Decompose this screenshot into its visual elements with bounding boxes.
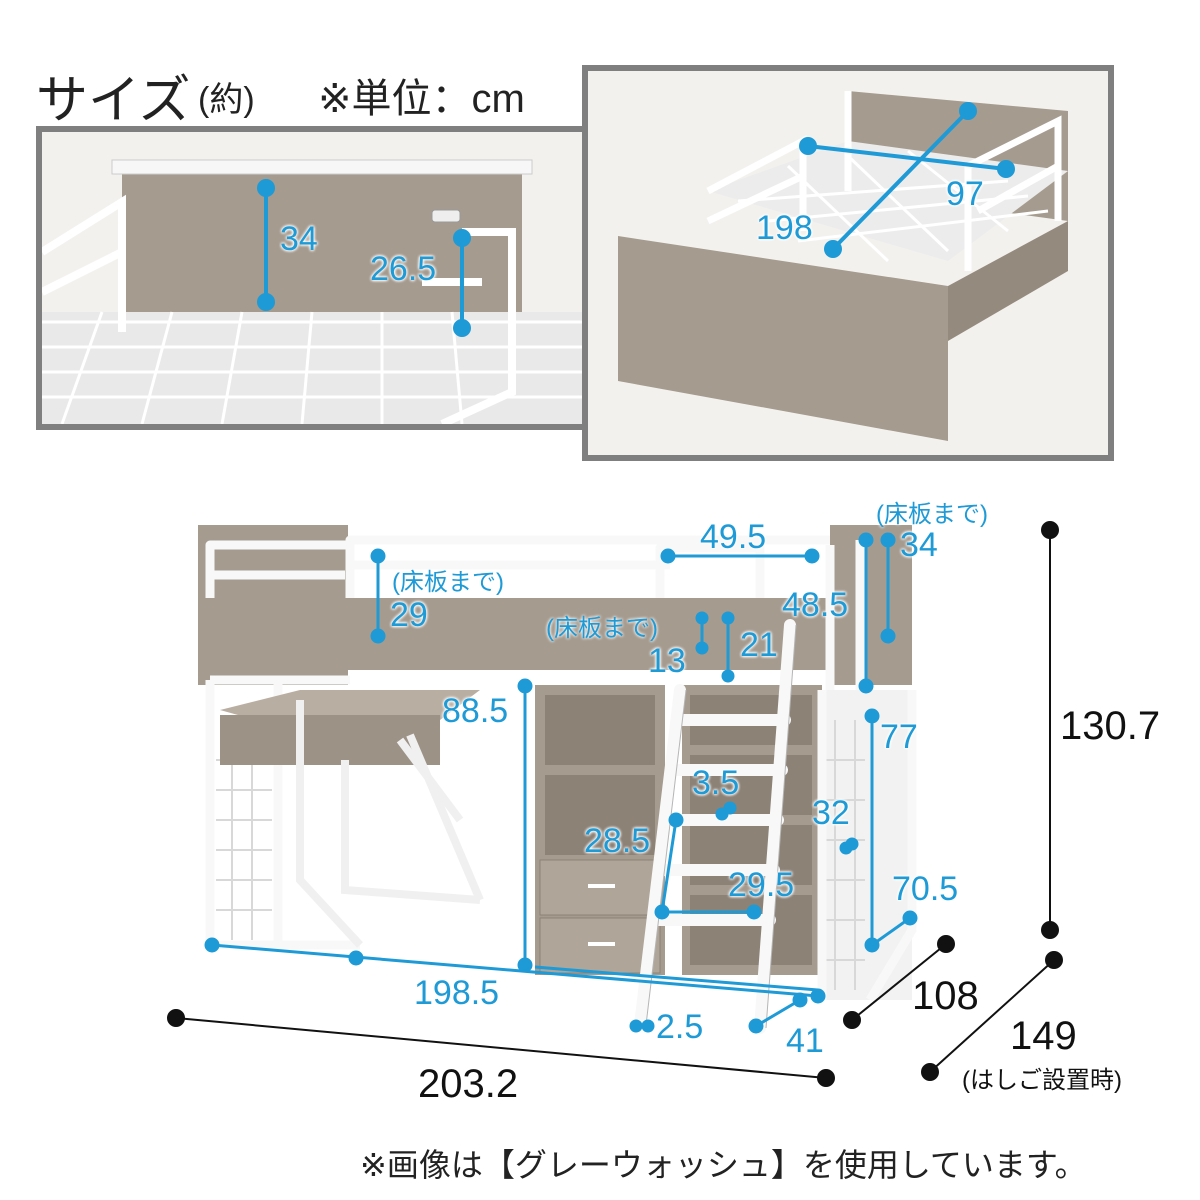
dim-inner-length: 198.5 xyxy=(414,974,500,1012)
bed-top-illustration xyxy=(618,91,1068,441)
headboard-illustration xyxy=(42,159,582,424)
note-floor-right: (床板まで) xyxy=(876,501,988,528)
note-floor-center: (床板まで) xyxy=(546,615,658,642)
dim-depth-with-ladder: 149 xyxy=(1010,1014,1077,1058)
dim-rail-height: 26.5 xyxy=(370,250,437,288)
dim-rail-height: 21 xyxy=(740,626,778,664)
dim-right-guard: 34 xyxy=(900,526,938,564)
dim-under-height: 77 xyxy=(880,718,918,756)
dim-total-depth: 108 xyxy=(912,974,979,1018)
footer-note: ※画像は【グレーウォッシュ】を使用しています。 xyxy=(360,1147,1087,1183)
unit-note: ※単位：cm xyxy=(318,77,525,121)
dim-total-height: 130.7 xyxy=(1060,704,1161,748)
dim-top-rail-width: 49.5 xyxy=(700,518,767,556)
note-floor-left: (床板まで) xyxy=(392,569,504,596)
dim-headboard-height: 34 xyxy=(280,220,318,258)
dim-shelf-height: 32 xyxy=(812,794,850,832)
dim-bed-length: 198 xyxy=(756,209,813,247)
dim-side-depth: 70.5 xyxy=(892,870,959,908)
dim-ladder-foot: 41 xyxy=(786,1022,824,1060)
page-title: サイズ xyxy=(36,72,191,130)
dim-ladder-spacing: 28.5 xyxy=(584,822,651,860)
dim-bed-width: 97 xyxy=(946,175,984,213)
note-depth-with-ladder: (はしご設置時) xyxy=(962,1067,1122,1094)
dim-ladder-opening: 48.5 xyxy=(782,586,849,624)
title-approx-note: (約) xyxy=(198,81,255,119)
dim-ladder-tube: 2.5 xyxy=(656,1008,704,1046)
dim-desk-height: 88.5 xyxy=(442,692,509,730)
dim-left-guard: 29 xyxy=(390,596,428,634)
dim-rail-gap: 13 xyxy=(648,642,686,680)
dim-step-depth: 3.5 xyxy=(692,764,740,802)
dim-step-width: 29.5 xyxy=(728,866,795,904)
dim-total-length: 203.2 xyxy=(418,1062,519,1106)
detail-panel-top-view: 198 97 xyxy=(582,65,1114,461)
